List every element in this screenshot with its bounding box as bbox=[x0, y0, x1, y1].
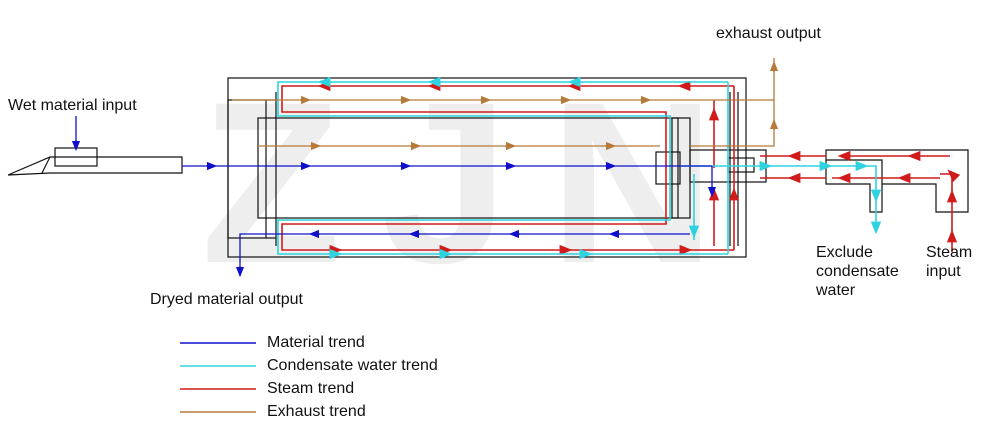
watermark-text: ZJN bbox=[201, 54, 756, 311]
feeder-inlet bbox=[41, 156, 51, 174]
steam-header-lower bbox=[825, 160, 883, 213]
condensate-flow bbox=[277, 76, 882, 260]
wet-material-input-label: Wet material input bbox=[8, 97, 137, 114]
legend: Material trend Condensate water trend St… bbox=[180, 334, 438, 420]
equipment-outlines bbox=[7, 77, 969, 258]
exclude-condensate-label-line1: Exclude bbox=[816, 244, 873, 261]
dryer-discharge-hood bbox=[655, 151, 681, 185]
dryed-material-output-label: Dryed material output bbox=[150, 291, 304, 308]
dryer-inner-drum bbox=[257, 117, 679, 219]
condensate-jacket-loop bbox=[277, 81, 728, 255]
steam-input-label-line1: Steam bbox=[926, 244, 972, 261]
steam-inlet-line bbox=[940, 169, 961, 252]
exhaust-output-label: exhaust output bbox=[716, 25, 822, 42]
steam-header bbox=[825, 149, 969, 213]
steam-input-label-line2: input bbox=[926, 263, 961, 280]
material-return-line bbox=[239, 233, 690, 276]
exhaust-flow bbox=[232, 58, 779, 151]
legend-label-steam: Steam trend bbox=[267, 380, 354, 397]
legend-label-material: Material trend bbox=[267, 334, 365, 351]
legend-label-exhaust: Exhaust trend bbox=[267, 403, 366, 420]
steam-jacket-loop bbox=[281, 85, 734, 251]
exhaust-riser bbox=[690, 58, 775, 147]
material-flow bbox=[71, 116, 717, 278]
legend-label-condensate: Condensate water trend bbox=[267, 357, 438, 374]
feeder-tube bbox=[7, 156, 183, 176]
exclude-condensate-label-line2: condensate bbox=[816, 263, 899, 280]
exclude-condensate-label-line3: water bbox=[815, 282, 856, 299]
